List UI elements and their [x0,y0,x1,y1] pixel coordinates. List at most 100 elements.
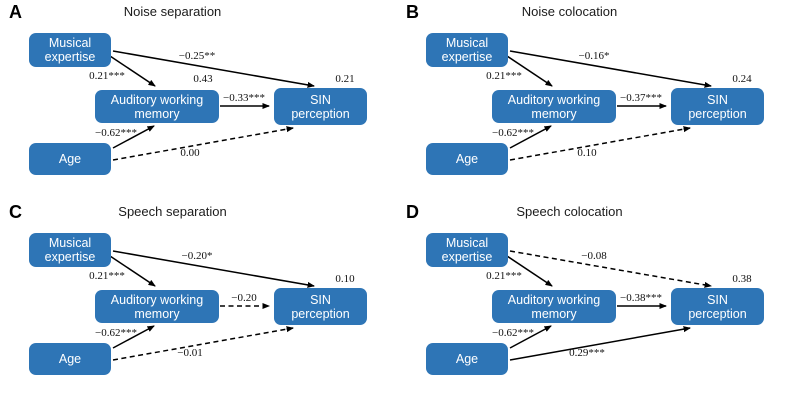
node-awm-line2: memory [531,106,577,121]
node-auditory-working-memory: Auditory working memory [95,90,219,123]
path-diagram-panel: C Speech separation Musical expertise Au… [0,200,397,400]
node-auditory-working-memory: Auditory working memory [492,290,616,323]
path-arrows-layer [506,250,712,361]
node-age: Age [426,343,508,375]
node-sin-line2: perception [688,306,747,321]
arrow-age-to-awm [112,125,155,149]
coef-musical-to-awm: 0.21*** [89,70,125,82]
arrow-age-to-awm [509,125,552,149]
node-auditory-working-memory: Auditory working memory [492,90,616,123]
node-sin-line1: SIN [310,292,331,307]
coef-musical-to-awm: 0.21*** [486,270,522,282]
coef-age-to-awm: −0.62*** [95,127,137,139]
node-sin-line1: SIN [707,92,728,107]
node-musical-expertise-line2: expertise [441,50,493,64]
panel-label: B [406,2,419,22]
arrow-musical-to-awm [506,55,553,87]
node-musical-expertise-line2: expertise [441,250,493,264]
coef-awm-to-sin: −0.20 [231,292,257,304]
node-sin-perception: SIN perception [671,288,764,325]
node-awm-line1: Auditory working [507,92,601,107]
coef-musical-to-sin: −0.16* [578,50,610,62]
node-musical-expertise-line1: Musical [445,236,489,250]
variance-sin: 0.10 [335,273,355,285]
coef-age-to-sin: 0.29*** [569,347,605,359]
panel-label: D [406,202,419,222]
node-musical-expertise-line1: Musical [48,236,92,250]
node-age: Age [29,143,111,175]
arrow-musical-to-awm [506,255,553,287]
coef-age-to-awm: −0.62*** [492,327,534,339]
path-arrows-layer [109,50,315,161]
arrow-age-to-sin [509,326,691,361]
node-age-line1: Age [455,152,479,166]
node-sin-line1: SIN [707,292,728,307]
arrow-age-to-sin [112,126,294,161]
coef-musical-to-sin: −0.20* [181,250,213,262]
arrow-age-to-sin [112,326,294,361]
panel-title: Noise colocation [521,4,618,19]
node-awm-line2: memory [134,106,180,121]
coef-musical-to-awm: 0.21*** [486,70,522,82]
path-arrows-layer [109,250,315,361]
variance-sin: 0.21 [335,73,355,85]
arrow-musical-to-sin [112,50,315,88]
panel-title: Speech colocation [516,204,623,219]
node-sin-line2: perception [688,106,747,121]
arrow-age-to-awm [112,325,155,349]
node-awm-line2: memory [134,306,180,321]
coef-musical-to-sin: −0.25** [178,50,216,62]
node-musical-expertise: Musical expertise [426,233,508,267]
coef-age-to-sin: 0.10 [577,147,597,159]
node-awm-line1: Auditory working [110,92,204,107]
path-diagram-panel: B Noise colocation Musical expertise Aud… [397,0,794,200]
variance-sin: 0.38 [732,273,752,285]
coef-musical-to-sin: −0.08 [581,250,607,262]
coef-awm-to-sin: −0.38*** [620,292,662,304]
node-musical-expertise: Musical expertise [29,233,111,267]
variance-awm: 0.43 [193,73,213,85]
node-sin-line2: perception [291,106,350,121]
node-musical-expertise-line1: Musical [445,36,489,50]
coef-awm-to-sin: −0.37*** [620,92,662,104]
node-musical-expertise-line1: Musical [48,36,92,50]
panel-label: A [9,2,22,22]
arrow-musical-to-sin [509,250,712,288]
node-musical-expertise-line2: expertise [44,250,96,264]
path-arrows-layer [506,50,712,161]
node-age: Age [29,343,111,375]
node-sin-line2: perception [291,306,350,321]
node-musical-expertise-line2: expertise [44,50,96,64]
node-sin-perception: SIN perception [274,88,367,125]
node-sin-line1: SIN [310,92,331,107]
panel-title: Noise separation [123,4,222,19]
node-age-line1: Age [58,152,82,166]
arrow-musical-to-sin [509,50,712,88]
node-awm-line1: Auditory working [110,292,204,307]
variance-sin: 0.24 [732,73,752,85]
arrow-age-to-awm [509,325,552,349]
coef-age-to-sin: 0.00 [180,147,200,159]
coef-age-to-awm: −0.62*** [95,327,137,339]
coef-musical-to-awm: 0.21*** [89,270,125,282]
node-awm-line1: Auditory working [507,292,601,307]
path-diagram-panel: A Noise separation Musical expertise Aud… [0,0,397,200]
coef-age-to-awm: −0.62*** [492,127,534,139]
coef-age-to-sin: −0.01 [177,347,203,359]
arrow-musical-to-awm [109,255,156,287]
arrow-musical-to-sin [112,250,315,288]
node-auditory-working-memory: Auditory working memory [95,290,219,323]
node-sin-perception: SIN perception [671,88,764,125]
node-musical-expertise: Musical expertise [29,33,111,67]
panel-label: C [9,202,22,222]
node-age: Age [426,143,508,175]
node-age-line1: Age [58,352,82,366]
node-age-line1: Age [455,352,479,366]
coef-awm-to-sin: −0.33*** [223,92,265,104]
node-musical-expertise: Musical expertise [426,33,508,67]
path-diagram-panel: D Speech colocation Musical expertise Au… [397,200,794,400]
panel-title: Speech separation [118,204,227,219]
node-awm-line2: memory [531,306,577,321]
